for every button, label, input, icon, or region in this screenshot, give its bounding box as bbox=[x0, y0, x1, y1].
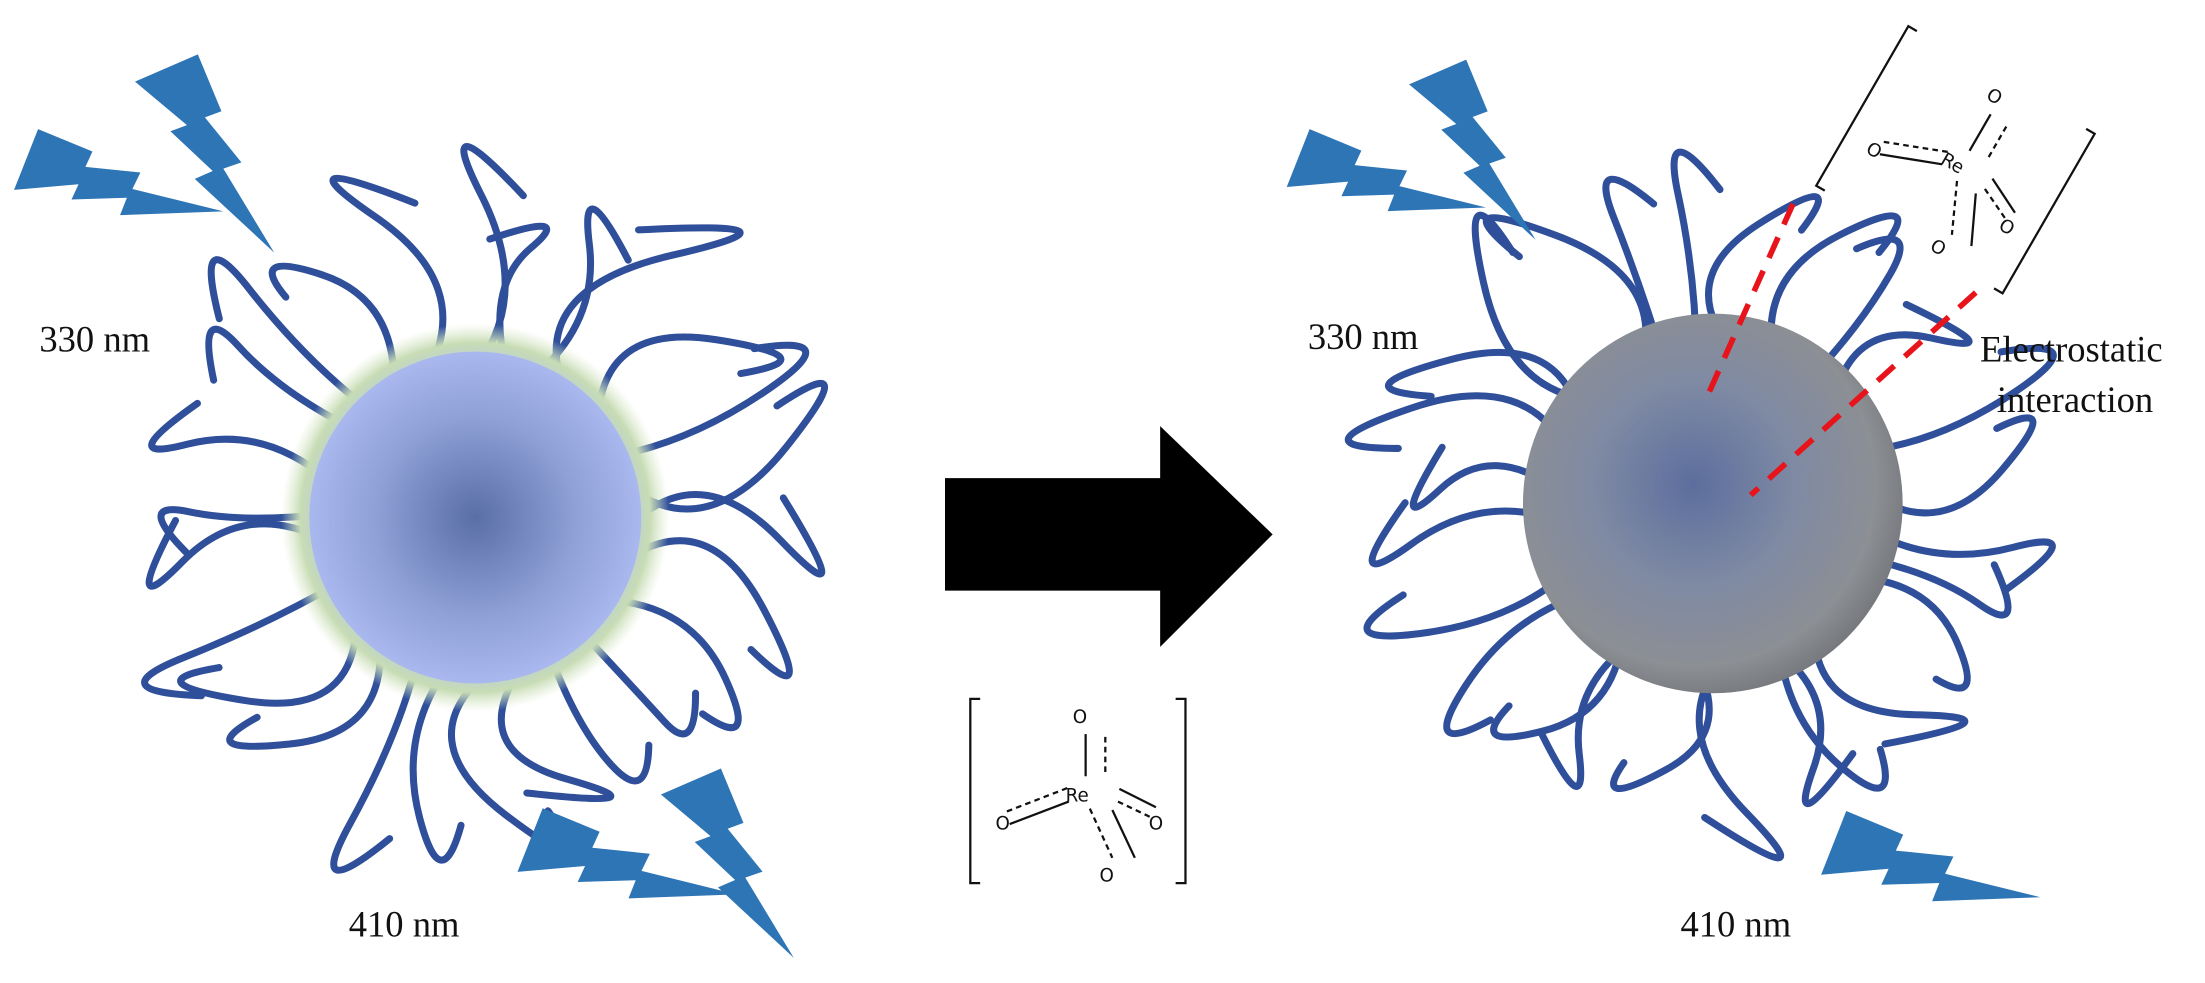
polymer-strand bbox=[1800, 235, 1904, 390]
polymer-strand bbox=[599, 596, 742, 732]
polymer-strand bbox=[1848, 344, 2057, 456]
nanoparticle-left bbox=[281, 323, 670, 712]
interaction-label-line2: interaction bbox=[1997, 379, 2153, 420]
uv-wavelength-label: 330 nm bbox=[39, 319, 150, 360]
interaction-dash-line bbox=[1748, 290, 1978, 498]
bond bbox=[1118, 787, 1157, 809]
polymer-strand bbox=[1856, 414, 2037, 517]
lightning-bolt-icon bbox=[659, 763, 794, 969]
polymer-strand bbox=[1838, 573, 1971, 692]
emission-wavelength-label: 410 nm bbox=[349, 904, 460, 945]
bond bbox=[1968, 113, 1992, 152]
bond bbox=[1009, 800, 1070, 826]
bracket bbox=[1175, 697, 1187, 885]
polymer-strand bbox=[552, 224, 744, 400]
interaction-label-line1: Electrostatic bbox=[1980, 328, 2163, 369]
bracket bbox=[969, 697, 981, 885]
polymer-strand bbox=[329, 174, 447, 377]
polymer-strand bbox=[145, 517, 329, 590]
polymer-strand bbox=[330, 654, 422, 874]
oxygen-atom: O bbox=[1149, 814, 1163, 835]
polymer-strand bbox=[1482, 214, 1650, 379]
polymer-strand bbox=[1490, 618, 1628, 741]
rhenium-atom: Re bbox=[1066, 786, 1089, 807]
polymer-strand bbox=[1767, 212, 1902, 373]
polymer-strand bbox=[619, 379, 828, 513]
bond bbox=[1985, 126, 2008, 162]
bond bbox=[1991, 178, 2016, 214]
emission-wavelength-label: 410 nm bbox=[1680, 904, 1791, 945]
polymer-strand bbox=[1761, 638, 1857, 808]
polymer-strand bbox=[409, 663, 465, 864]
polymer-strand bbox=[1856, 521, 2056, 593]
polymer-strand bbox=[623, 490, 826, 578]
lightning-bolt-icon bbox=[1804, 765, 2041, 983]
polymer-strand bbox=[1670, 148, 1724, 360]
polymer-strand bbox=[1363, 560, 1581, 640]
oxygen-atom: O bbox=[1995, 215, 2018, 240]
polymer-strands-left bbox=[141, 143, 828, 874]
polymer-strand bbox=[1848, 552, 2012, 619]
polymer-strand bbox=[497, 657, 615, 803]
polymer-strand bbox=[148, 399, 332, 484]
bond bbox=[1111, 809, 1136, 859]
bracket bbox=[1814, 24, 1918, 192]
polymer-strand bbox=[205, 325, 356, 432]
polymer-strand bbox=[1368, 499, 1570, 568]
lightning-bolt-icon bbox=[1407, 54, 1536, 250]
polymer-strands-right bbox=[1344, 148, 2057, 862]
polymer-strand bbox=[177, 608, 361, 707]
polymer-strand bbox=[530, 205, 632, 381]
uv-wavelength-label: 330 nm bbox=[1308, 316, 1419, 357]
polymer-strand bbox=[207, 256, 373, 414]
polymer-strand bbox=[486, 222, 551, 373]
oxygen-atom: O bbox=[995, 814, 1009, 835]
polymer-strand bbox=[1695, 647, 1785, 862]
polymer-strand bbox=[141, 579, 342, 700]
polymer-strand bbox=[157, 506, 327, 558]
bond bbox=[1088, 808, 1114, 859]
bond bbox=[1879, 153, 1943, 166]
polymer-strand bbox=[1602, 175, 1668, 367]
polymer-strand bbox=[1443, 588, 1597, 738]
polymer-strand bbox=[1827, 300, 1973, 418]
reaction-arrow bbox=[945, 426, 1273, 647]
bond bbox=[1983, 188, 2007, 220]
nanoparticle-right-coated bbox=[1522, 313, 1903, 694]
bond bbox=[1950, 180, 1959, 235]
polymer-strand bbox=[1538, 631, 1647, 790]
polymer-strand bbox=[1409, 443, 1569, 511]
bond bbox=[1117, 800, 1151, 819]
polymer-strand bbox=[610, 341, 810, 460]
oxygen-atom: O bbox=[1073, 707, 1087, 728]
lightning-bolt-icon bbox=[133, 49, 275, 264]
bond bbox=[1883, 140, 1950, 154]
bond bbox=[1970, 193, 1977, 247]
oxygen-atom: O bbox=[1862, 138, 1885, 163]
oxygen-atom: O bbox=[1926, 235, 1949, 260]
polymer-strand bbox=[1810, 607, 1969, 748]
polymer-strand bbox=[1384, 348, 1587, 436]
bond bbox=[1006, 786, 1070, 813]
oxygen-atom: O bbox=[1100, 866, 1114, 887]
bracket bbox=[1993, 127, 2097, 295]
polymer-strand bbox=[1344, 392, 1575, 463]
oxygen-atom: O bbox=[1983, 84, 2006, 109]
